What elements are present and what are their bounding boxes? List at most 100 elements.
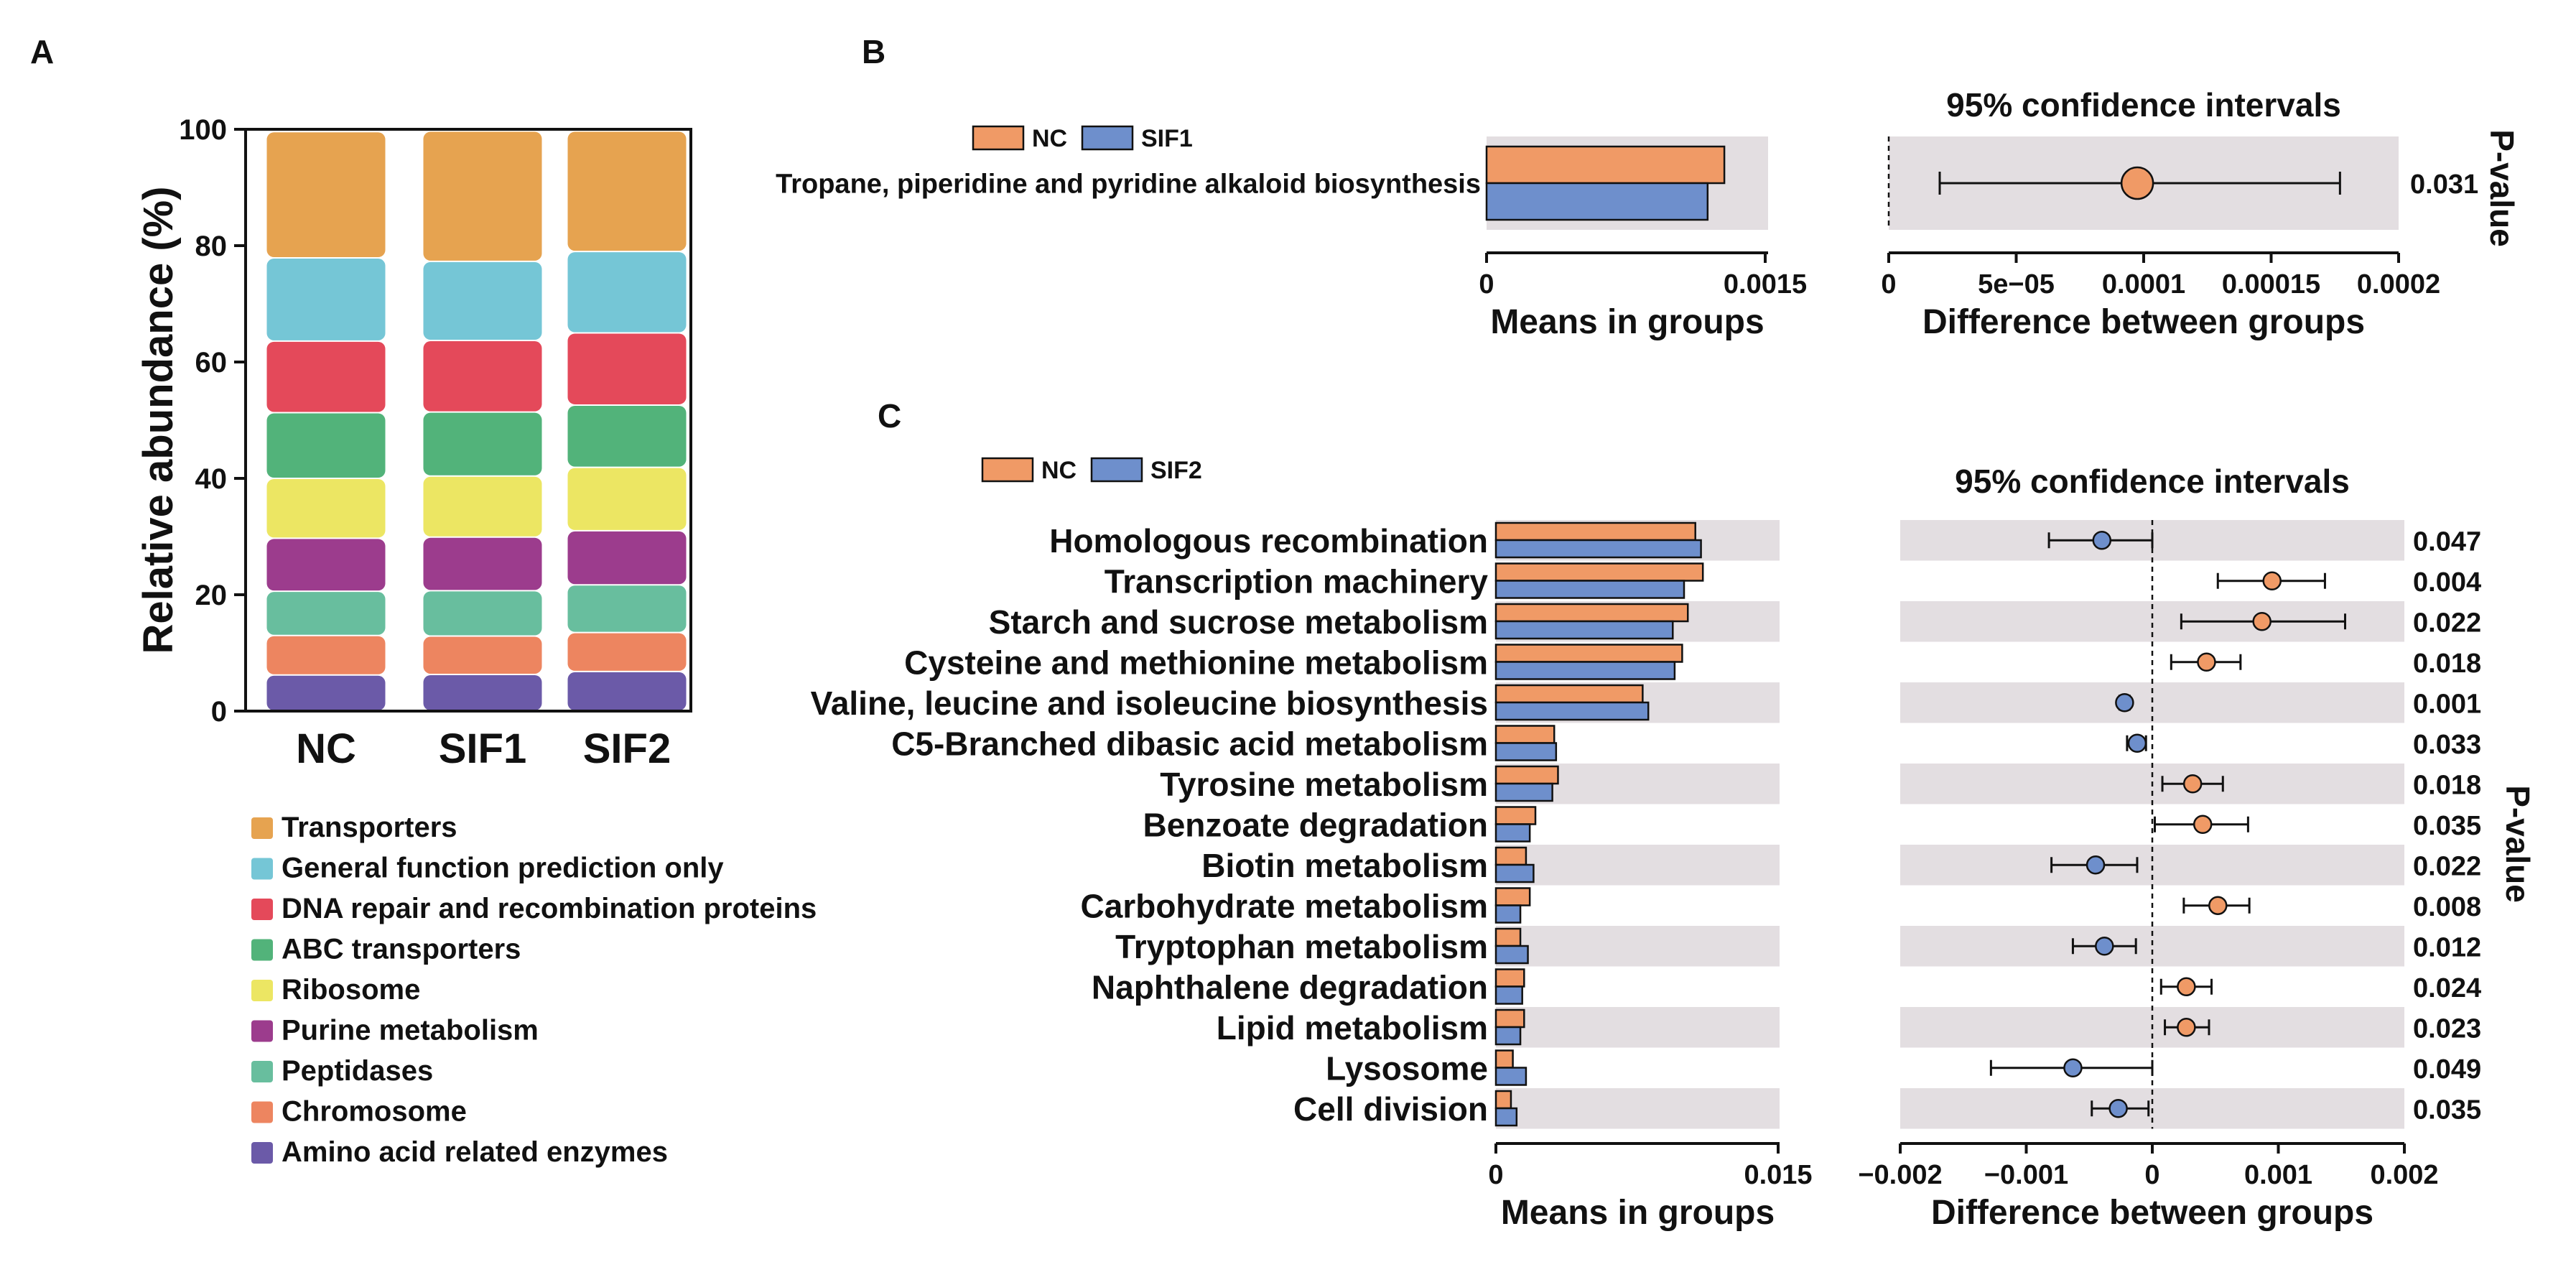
y-tick-label: 60 (195, 347, 228, 379)
mean-bar-sif2 (1494, 1067, 1528, 1086)
mean-bar-sif2 (1494, 742, 1558, 761)
stacked-bar-segment (423, 537, 542, 590)
y-tick-label: 20 (195, 580, 228, 611)
mean-bar-nc (1494, 1090, 1512, 1110)
p-value: 0.022 (2413, 851, 2481, 881)
ci-point (2193, 815, 2213, 834)
mean-bar-sif2 (1494, 661, 1676, 680)
legend-swatch (251, 1020, 273, 1042)
mean-bar-sif2 (1494, 782, 1553, 802)
legend-label-nc: NC (1041, 457, 1077, 484)
category-label: Cell division (1293, 1090, 1488, 1128)
category-label: Homologous recombination (1049, 522, 1488, 560)
ci-point (2197, 652, 2216, 672)
stacked-bar-segment (567, 633, 687, 671)
p-value: 0.024 (2413, 973, 2481, 1003)
stacked-bar-segment (266, 341, 386, 412)
ci-point (2208, 896, 2228, 915)
mean-bar-sif2 (1494, 823, 1531, 843)
p-value: 0.018 (2413, 649, 2481, 679)
mean-bar-sif2 (1494, 945, 1529, 965)
stacked-bar-segment (266, 132, 386, 258)
p-value: 0.047 (2413, 526, 2481, 557)
stacked-bar-segment (423, 261, 542, 340)
category-label: Starch and sucrose metabolism (989, 603, 1488, 641)
ci-x-tick-label: 0.0001 (2102, 269, 2185, 300)
category-label: Transcription machinery (1105, 562, 1489, 600)
p-value: 0.008 (2413, 892, 2481, 922)
mean-bar-nc (1494, 846, 1528, 866)
ci-x-tick-label: 0.00015 (2222, 269, 2320, 300)
stacked-bar-segment (423, 674, 542, 710)
ci-x-tick-label: −0.001 (1984, 1160, 2068, 1190)
legend-label: General function prediction only (282, 853, 724, 884)
x-tick-label: NC (296, 725, 356, 772)
mean-bar-nc (1494, 806, 1537, 825)
mean-bar-sif2 (1494, 863, 1535, 883)
mean-bar-nc (1494, 644, 1683, 663)
mean-bar-sif2 (1494, 580, 1685, 599)
ci-x-tick-label: 5e−05 (1978, 269, 2055, 300)
mean-bar-nc (1494, 765, 1559, 785)
category-label: Carbohydrate metabolism (1081, 887, 1488, 924)
stacked-bar-segment (423, 476, 542, 537)
category-label: Benzoate degradation (1143, 806, 1488, 843)
row-strip (1496, 1007, 1780, 1048)
plot-frame (244, 128, 692, 713)
legend-swatch-nc (972, 125, 1025, 151)
legend-label: ABC transporters (282, 934, 521, 965)
ci-x-tick-label: 0.001 (2244, 1160, 2312, 1190)
y-tick-label: 80 (195, 231, 228, 262)
panel-b: Tropane, piperidine and pyridine alkaloi… (776, 86, 2521, 341)
legend-swatch (251, 817, 273, 839)
p-value-axis-label: P-value (2483, 129, 2521, 247)
stacked-bar-segment (567, 405, 687, 467)
ci-point (2086, 855, 2106, 875)
mean-bar-nc (1494, 725, 1556, 744)
stacked-bar-segment (423, 591, 542, 636)
category-label: Lipid metabolism (1217, 1009, 1488, 1047)
p-value: 0.004 (2413, 567, 2481, 598)
mean-bar-sif2 (1494, 904, 1522, 924)
p-value: 0.023 (2413, 1013, 2481, 1044)
stacked-bar-segment (266, 539, 386, 591)
panel-label-b: B (862, 33, 885, 70)
legend-swatch-sif2 (1090, 457, 1143, 483)
mean-bar-sif2 (1494, 539, 1702, 559)
mean-bar-nc (1494, 521, 1696, 542)
category-label: Naphthalene degradation (1092, 968, 1488, 1006)
mean-bar-nc (1494, 684, 1644, 704)
means-x-tick-label: 0 (1479, 269, 1494, 300)
stacked-bar-segment (266, 413, 386, 478)
p-value: 0.031 (2410, 170, 2478, 200)
ci-title: 95% confidence intervals (1946, 86, 2341, 124)
stacked-bar-segment (567, 531, 687, 585)
ci-point (2063, 1058, 2083, 1077)
ci-point (2115, 693, 2134, 713)
ci-point (2127, 733, 2147, 753)
y-tick-label: 0 (211, 696, 227, 728)
legend-swatch-sif1 (1081, 125, 1134, 151)
category-label: Lysosome (1326, 1049, 1488, 1087)
x-tick-label: SIF2 (583, 725, 671, 772)
panel-label-a: A (30, 33, 54, 70)
category-label: Cysteine and methionine metabolism (904, 644, 1488, 681)
stacked-bar-segment (266, 259, 386, 340)
p-value: 0.035 (2413, 1095, 2481, 1125)
category-label: Tryptophan metabolism (1115, 928, 1488, 965)
stacked-bar-segment (567, 585, 687, 632)
ci-point (2120, 166, 2154, 200)
stacked-bar-segment (423, 412, 542, 475)
ci-x-tick-label: 0 (1881, 269, 1896, 300)
p-value: 0.035 (2413, 811, 2481, 841)
stacked-bar-segment (266, 636, 386, 674)
p-value: 0.033 (2413, 730, 2481, 760)
means-x-tick-label: 0.0015 (1724, 269, 1807, 300)
mean-bar-nc (1494, 887, 1531, 906)
means-x-axis-label: Means in groups (1501, 1194, 1775, 1232)
